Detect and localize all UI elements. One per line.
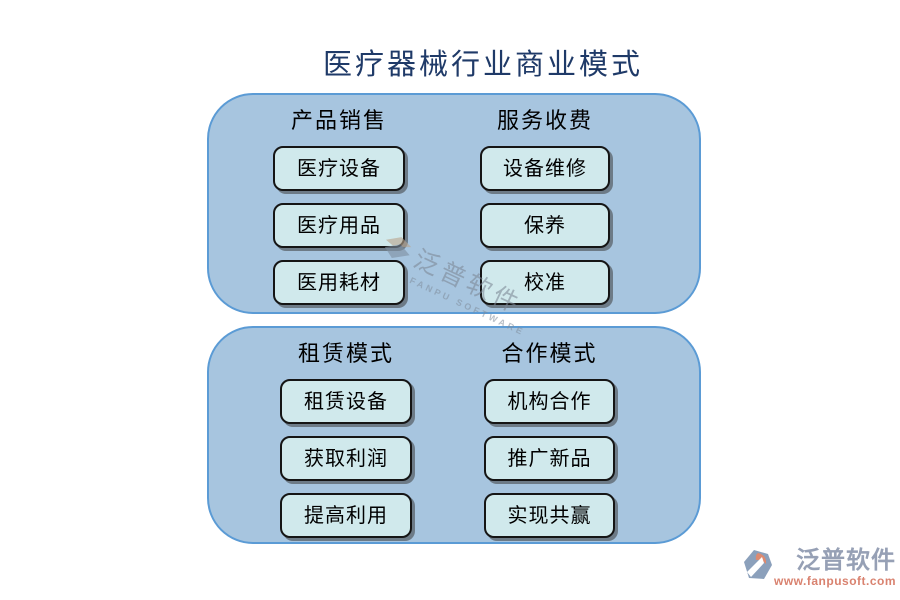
node-gain-profit: 获取利润 — [280, 436, 412, 481]
panel-sales-and-service: 产品销售 医疗设备 医疗用品 医用耗材 服务收费 设备维修 保养 校准 — [207, 93, 701, 314]
column-cooperation-model: 合作模式 机构合作 推广新品 实现共赢 — [484, 328, 615, 538]
node-improve-utilization: 提高利用 — [280, 493, 412, 538]
column-header-leasing-model: 租赁模式 — [297, 341, 394, 366]
node-medical-consumables: 医用耗材 — [273, 260, 405, 305]
footer-logo-text: 泛普软件 www.fanpusoft.com — [774, 548, 896, 588]
column-product-sales: 产品销售 医疗设备 医疗用品 医用耗材 — [273, 95, 405, 305]
node-maintenance: 保养 — [480, 203, 610, 248]
node-equipment-repair: 设备维修 — [480, 146, 610, 191]
panel-leasing-and-cooperation: 租赁模式 租赁设备 获取利润 提高利用 合作模式 机构合作 推广新品 实现共赢 — [207, 326, 701, 544]
column-service-fees: 服务收费 设备维修 保养 校准 — [480, 95, 610, 305]
node-institution-cooperation: 机构合作 — [484, 379, 615, 424]
fanpu-logo-icon — [744, 550, 772, 579]
node-medical-devices: 医疗设备 — [273, 146, 405, 191]
node-promote-new-products: 推广新品 — [484, 436, 615, 481]
footer-brand-text: 泛普软件 — [796, 548, 897, 574]
node-achieve-win-win: 实现共赢 — [484, 493, 615, 538]
node-lease-equipment: 租赁设备 — [280, 379, 412, 424]
column-header-cooperation-model: 合作模式 — [501, 341, 598, 366]
diagram-title: 医疗器械行业商业模式 — [322, 49, 643, 81]
node-medical-supplies: 医疗用品 — [273, 203, 405, 248]
column-header-product-sales: 产品销售 — [290, 108, 387, 133]
node-calibration: 校准 — [480, 260, 610, 305]
footer-url-text: www.fanpusoft.com — [774, 574, 897, 588]
column-leasing-model: 租赁模式 租赁设备 获取利润 提高利用 — [280, 328, 412, 538]
column-header-service-fees: 服务收费 — [496, 108, 593, 133]
footer-logo: 泛普软件 www.fanpusoft.com — [744, 548, 896, 588]
